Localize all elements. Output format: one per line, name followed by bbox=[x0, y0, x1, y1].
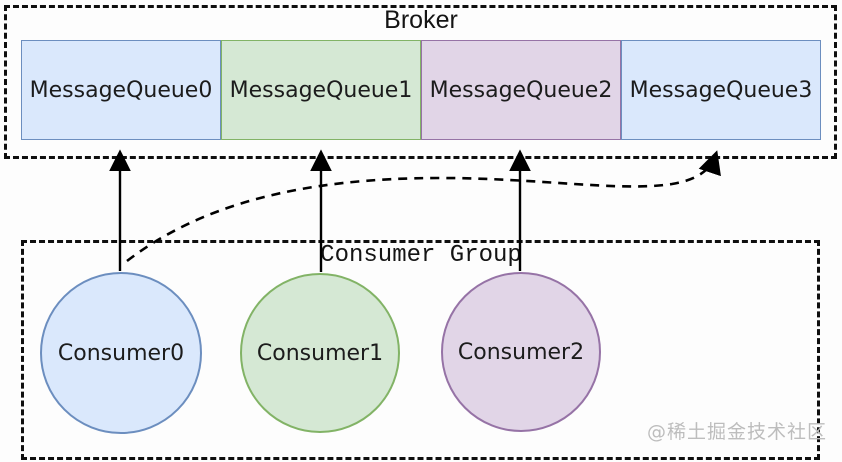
broker-title: Broker bbox=[384, 6, 458, 34]
queue-row: MessageQueue0 MessageQueue1 MessageQueue… bbox=[21, 40, 821, 140]
node-messagequeue-0: MessageQueue0 bbox=[21, 40, 221, 140]
node-messagequeue-1: MessageQueue1 bbox=[221, 40, 421, 140]
node-consumer-1: Consumer1 bbox=[240, 273, 400, 433]
node-messagequeue-3: MessageQueue3 bbox=[621, 40, 821, 140]
node-consumer-2: Consumer2 bbox=[441, 272, 601, 432]
node-messagequeue-2: MessageQueue2 bbox=[421, 40, 621, 140]
node-consumer-0: Consumer0 bbox=[40, 272, 202, 434]
watermark-text: @稀土掘金技术社区 bbox=[646, 421, 827, 443]
consumer-group-title: Consumer Group bbox=[320, 242, 522, 269]
